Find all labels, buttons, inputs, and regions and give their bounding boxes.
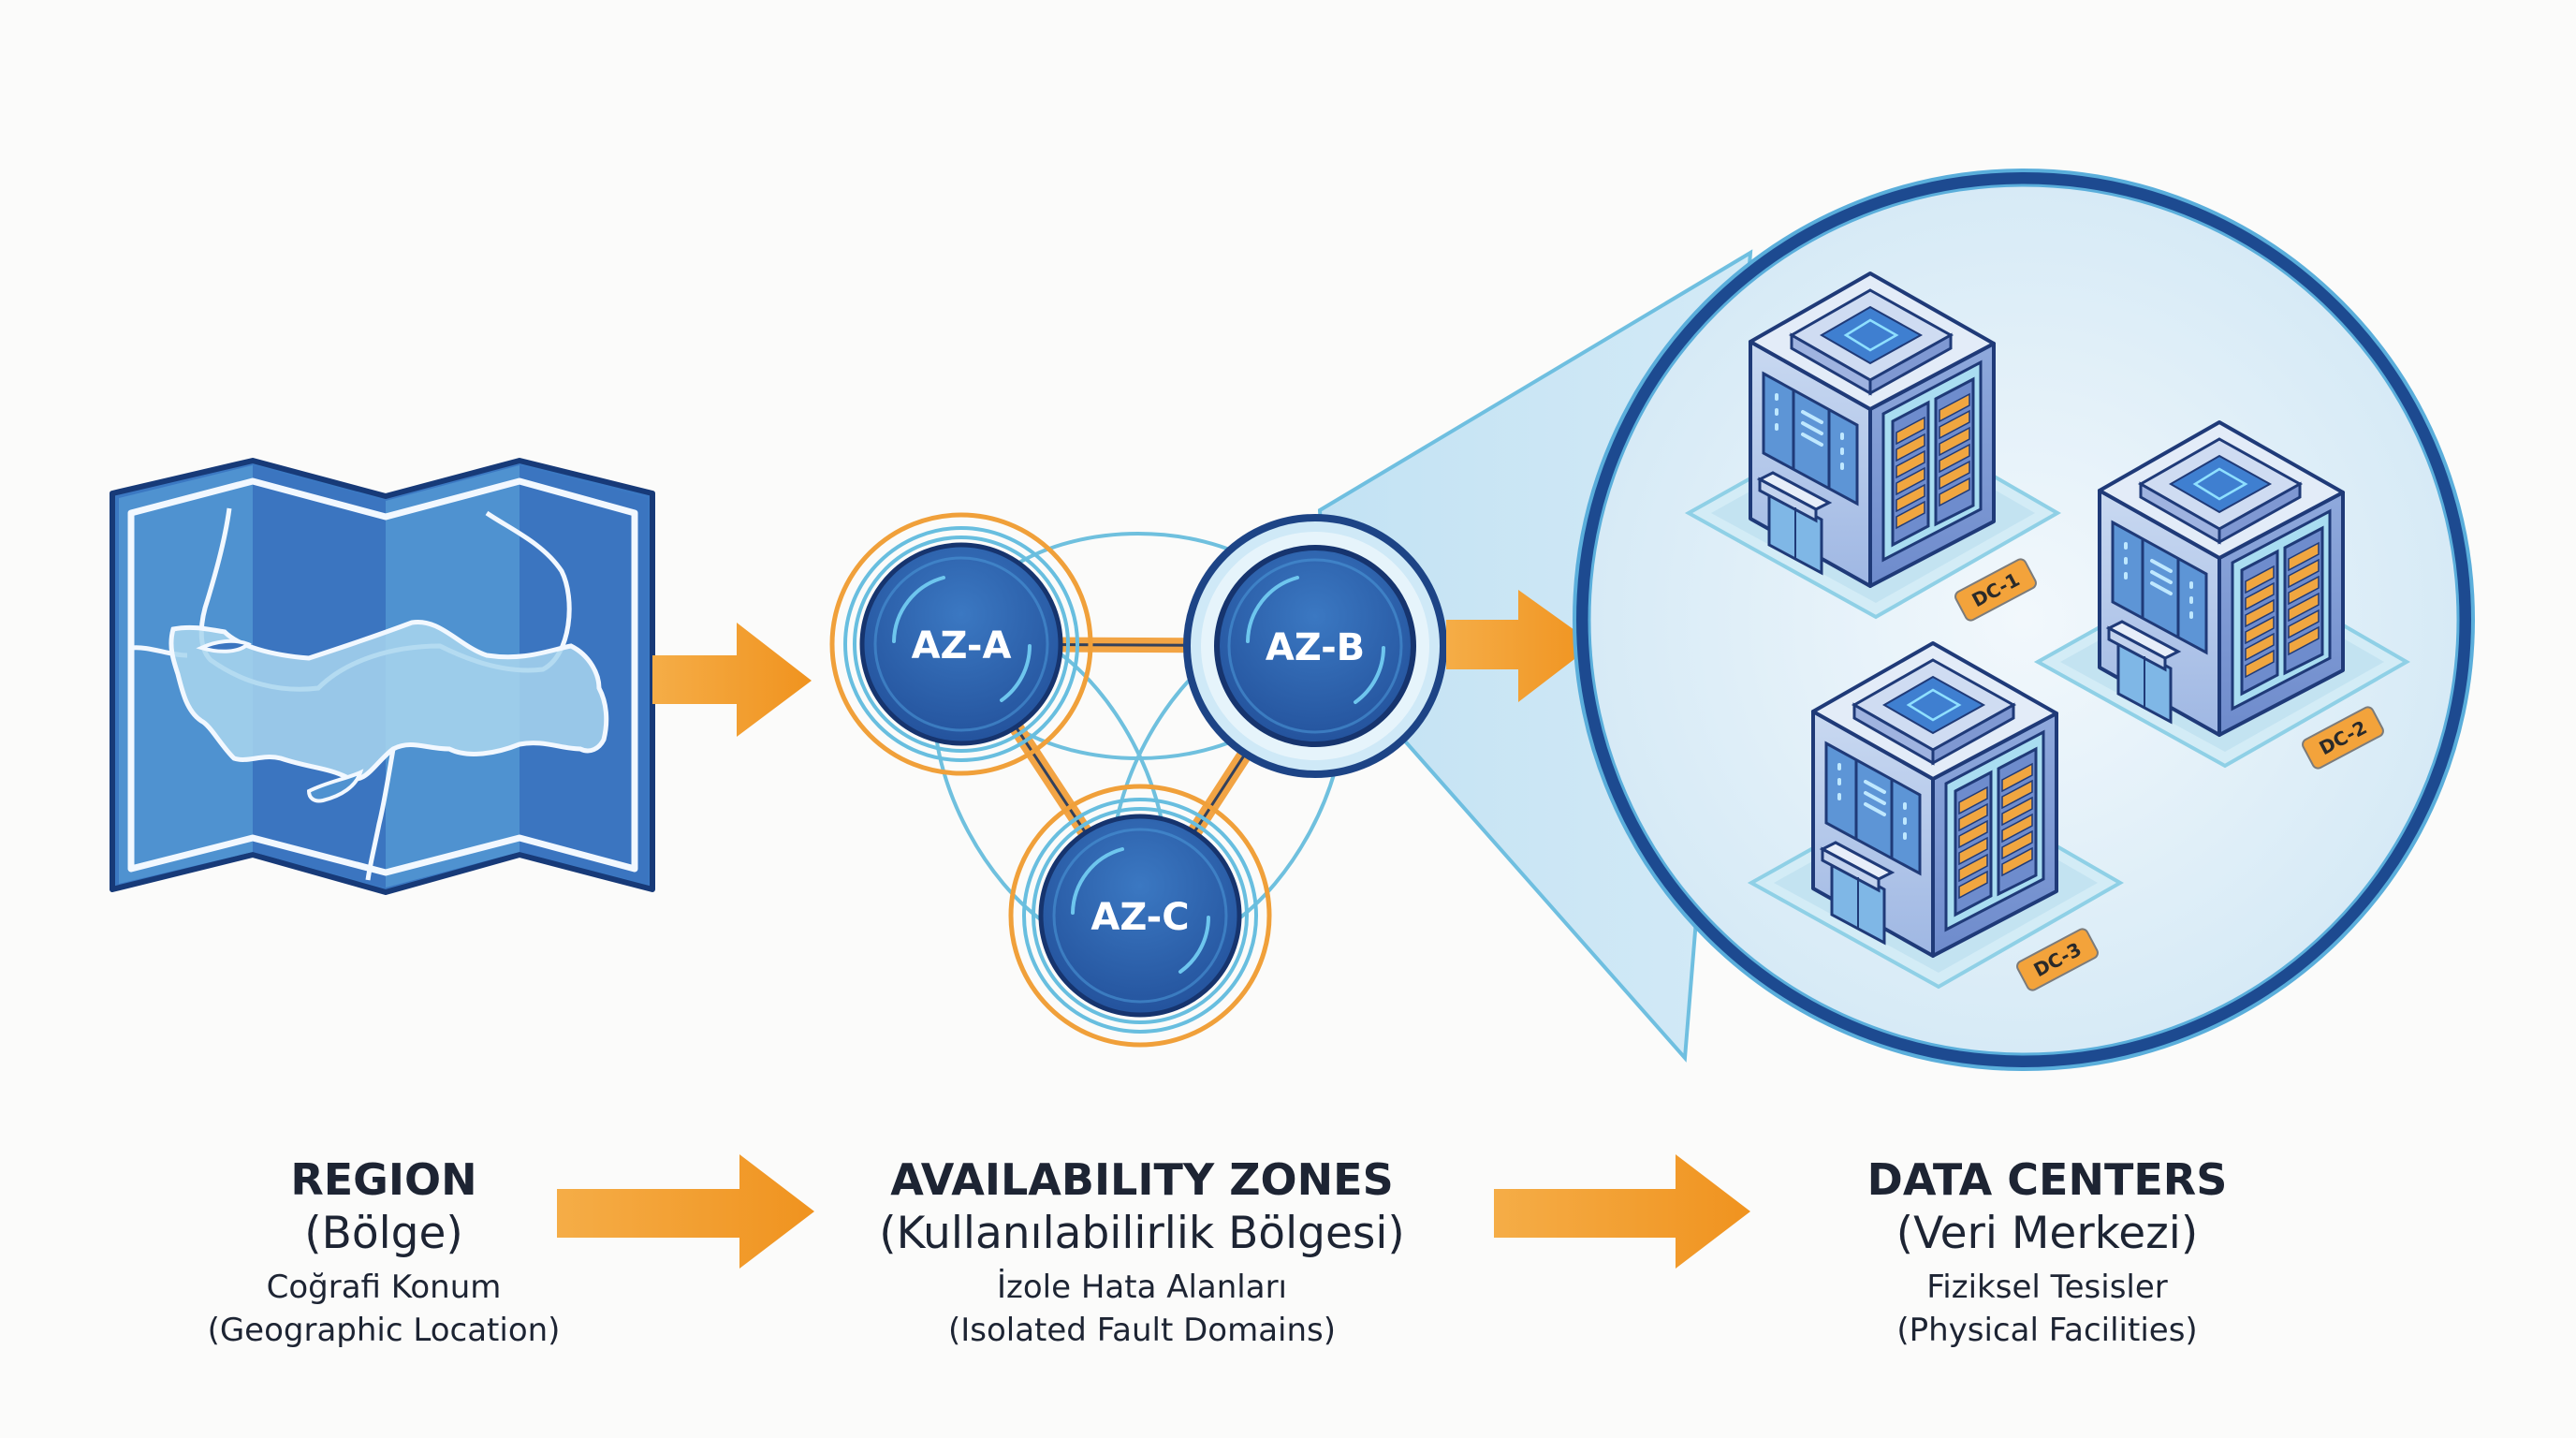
az-a-label: AZ-A <box>912 624 1012 668</box>
datacenters-caption: DATA CENTERS (Veri Merkezi) Fiziksel Tes… <box>1867 1153 2228 1352</box>
datacenters-title: DATA CENTERS <box>1866 1154 2228 1205</box>
zones-caption: AVAILABILITY ZONES (Kullanılabilirlik Bö… <box>879 1153 1405 1352</box>
turkey-outline <box>168 619 609 782</box>
region-caption: REGION (Bölge) Coğrafi Konum (Geographic… <box>208 1153 561 1352</box>
zones-subtitle: (Kullanılabilirlik Bölgesi) <box>879 1208 1405 1259</box>
datacenters-desc-en: (Physical Facilities) <box>1896 1312 2198 1349</box>
datacenter-dc3[interactable]: DC-3 <box>1749 641 2122 992</box>
zones-title: AVAILABILITY ZONES <box>890 1154 1394 1205</box>
arrow-zones-to-datacenters <box>1446 590 1594 702</box>
arrow-region-to-zones <box>652 623 812 737</box>
bottom-arrow-2 <box>1494 1154 1750 1269</box>
az-c-label: AZ-C <box>1090 896 1189 939</box>
region-map-icon <box>110 458 655 895</box>
zones-desc-tr: İzole Hata Alanları <box>996 1269 1288 1306</box>
datacenters-subtitle: (Veri Merkezi) <box>1895 1208 2199 1259</box>
az-node-c[interactable]: AZ-C <box>1008 784 1272 1048</box>
datacenters-desc-tr: Fiziksel Tesisler <box>1926 1269 2168 1306</box>
az-b-label: AZ-B <box>1266 626 1365 669</box>
region-title: REGION <box>290 1154 477 1205</box>
region-desc-en: (Geographic Location) <box>207 1312 561 1349</box>
az-node-b[interactable]: AZ-B <box>1183 514 1447 778</box>
region-subtitle: (Bölge) <box>304 1208 463 1259</box>
region-desc-tr: Coğrafi Konum <box>266 1269 502 1306</box>
zones-desc-en: (Isolated Fault Domains) <box>947 1312 1337 1349</box>
bottom-arrow-1 <box>557 1154 814 1269</box>
availability-zone-network: AZ-A AZ-B AZ-C <box>829 512 1447 1048</box>
az-node-a[interactable]: AZ-A <box>829 512 1093 776</box>
